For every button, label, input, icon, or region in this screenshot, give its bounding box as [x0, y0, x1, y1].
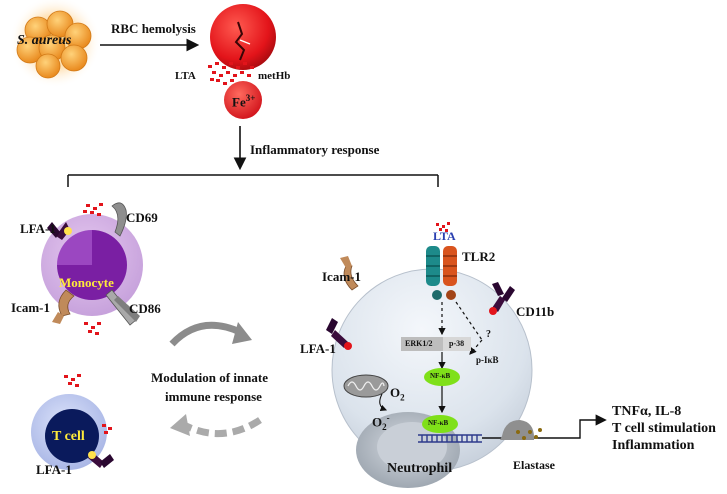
superoxide-superscript: -	[386, 413, 390, 423]
monocyte-label: Monocyte	[59, 275, 114, 290]
neutrophil-lta-label: LTA	[433, 229, 456, 243]
cd86-label: CD86	[129, 301, 161, 316]
tcell-lfa1-receptor	[88, 451, 114, 468]
dna-strand	[418, 434, 482, 443]
bracket	[67, 174, 439, 187]
output-inflammation: Inflammation	[612, 438, 695, 453]
o2-label: O2	[390, 386, 405, 403]
s-aureus-cluster	[9, 0, 101, 88]
modulation-line2: immune response	[165, 389, 262, 404]
modulation-cycle	[169, 321, 262, 437]
superoxide-label: O2-	[372, 414, 390, 432]
erk-label: ERK1/2	[405, 339, 433, 348]
tcell-lfa1-label: LFA-1	[36, 462, 72, 477]
monocyte-icam1-receptor	[52, 289, 75, 324]
o2-subscript: 2	[400, 392, 405, 403]
cd86-receptor	[105, 289, 140, 326]
p38-box	[443, 337, 471, 351]
nfkb-nucleus-label: NF-κB	[428, 419, 449, 427]
tcell-cell	[31, 394, 107, 470]
fe-ion	[224, 81, 262, 119]
nfkb-cytoplasm-label: NF-κB	[430, 372, 451, 380]
neutrophil-lfa1-receptor	[326, 318, 352, 350]
tlr2-receptor	[426, 246, 457, 300]
cd11b-receptor	[489, 282, 515, 315]
monocyte-lfa1-label: LFA-1	[20, 221, 56, 236]
superoxide-text: O	[372, 414, 383, 430]
o2-arrow	[379, 393, 388, 412]
monocyte-dots	[83, 203, 103, 335]
rbc-cell	[210, 4, 276, 70]
p38-label: p-38	[449, 339, 465, 348]
hemolysis-label: RBC hemolysis	[111, 21, 196, 36]
methb-label: metHb	[258, 70, 291, 82]
superoxide-subscript: 2	[382, 421, 387, 432]
fe-superscript: 3+	[245, 93, 256, 103]
pikb-label: p-IκB	[476, 355, 499, 365]
neutrophil-icam1-receptor	[340, 256, 359, 291]
inflammatory-label: Inflammatory response	[250, 142, 380, 157]
monocyte-lfa1-receptor	[47, 222, 72, 240]
cd69-receptor	[111, 202, 127, 237]
nfkb-cytoplasm	[424, 368, 460, 386]
neutrophil-label: Neutrophil	[387, 461, 453, 476]
erk-box	[401, 337, 443, 351]
cd11b-label: CD11b	[516, 304, 555, 319]
lta-top-label: LTA	[175, 70, 196, 82]
elastase-label: Elastase	[513, 458, 555, 472]
methb-dots	[208, 62, 254, 85]
tlr2-label: TLR2	[462, 249, 496, 264]
signaling-paths	[438, 301, 483, 414]
fe-label: Fe3+	[232, 93, 256, 110]
output-cytokines: TNFα, IL-8	[612, 404, 682, 419]
monocyte-icam1-label: Icam-1	[11, 300, 50, 315]
question-mark: ?	[486, 329, 491, 340]
elastase-granule	[500, 420, 542, 440]
s-aureus-label: S. aureus	[17, 33, 72, 48]
o2-text: O	[390, 385, 401, 400]
neutrophil-lfa1-label: LFA-1	[300, 341, 336, 356]
modulation-line1: Modulation of innate	[151, 370, 269, 385]
tcell-dots	[64, 374, 112, 434]
nfkb-nucleus	[422, 415, 458, 433]
neutrophil-icam1-label: Icam-1	[322, 269, 361, 284]
lta-dots	[436, 222, 450, 232]
tcell-label: T cell	[52, 429, 85, 444]
fe-text: Fe	[232, 94, 246, 110]
output-tcell-stimulation: T cell stimulation	[612, 421, 716, 436]
mitochondrion	[343, 374, 389, 398]
cd69-label: CD69	[126, 210, 158, 225]
